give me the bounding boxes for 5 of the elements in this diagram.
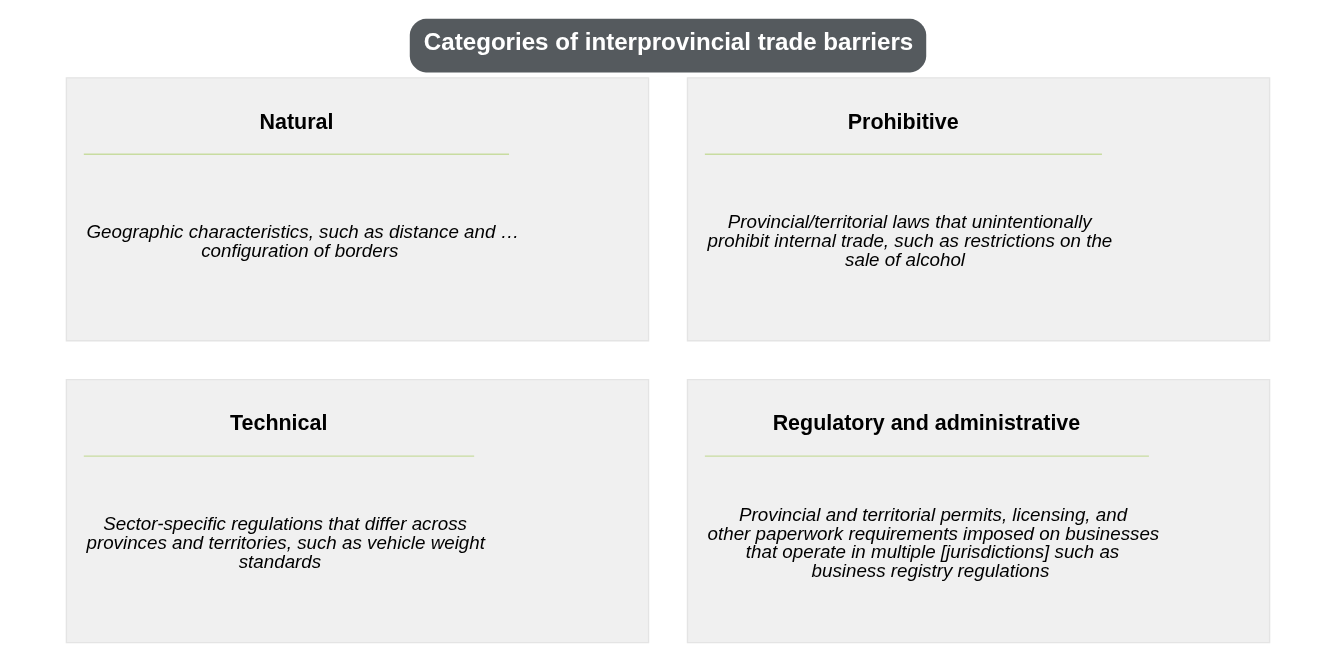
node-box: Prohibitive Provincial/territorial laws that unintentionally prohibit internal trade, such as restrictions on the sale of alcohol (686, 77, 1270, 342)
diagram-title: Categories of interprovincial trade barriers (423, 28, 913, 56)
node-box: Technical Sector-specific regulations that differ across provinces and territories, such as vehicle weight standards (65, 378, 649, 644)
node-box: Natural Geographic characteristics, such as distance and … configuration of borders (65, 77, 649, 342)
node-box: Regulatory and administrative Provincial and territorial permits, licensing, and other paperwork requirements imposed on businesses that operate in multiple [jurisdictions] such as business registry regulations (686, 378, 1270, 644)
